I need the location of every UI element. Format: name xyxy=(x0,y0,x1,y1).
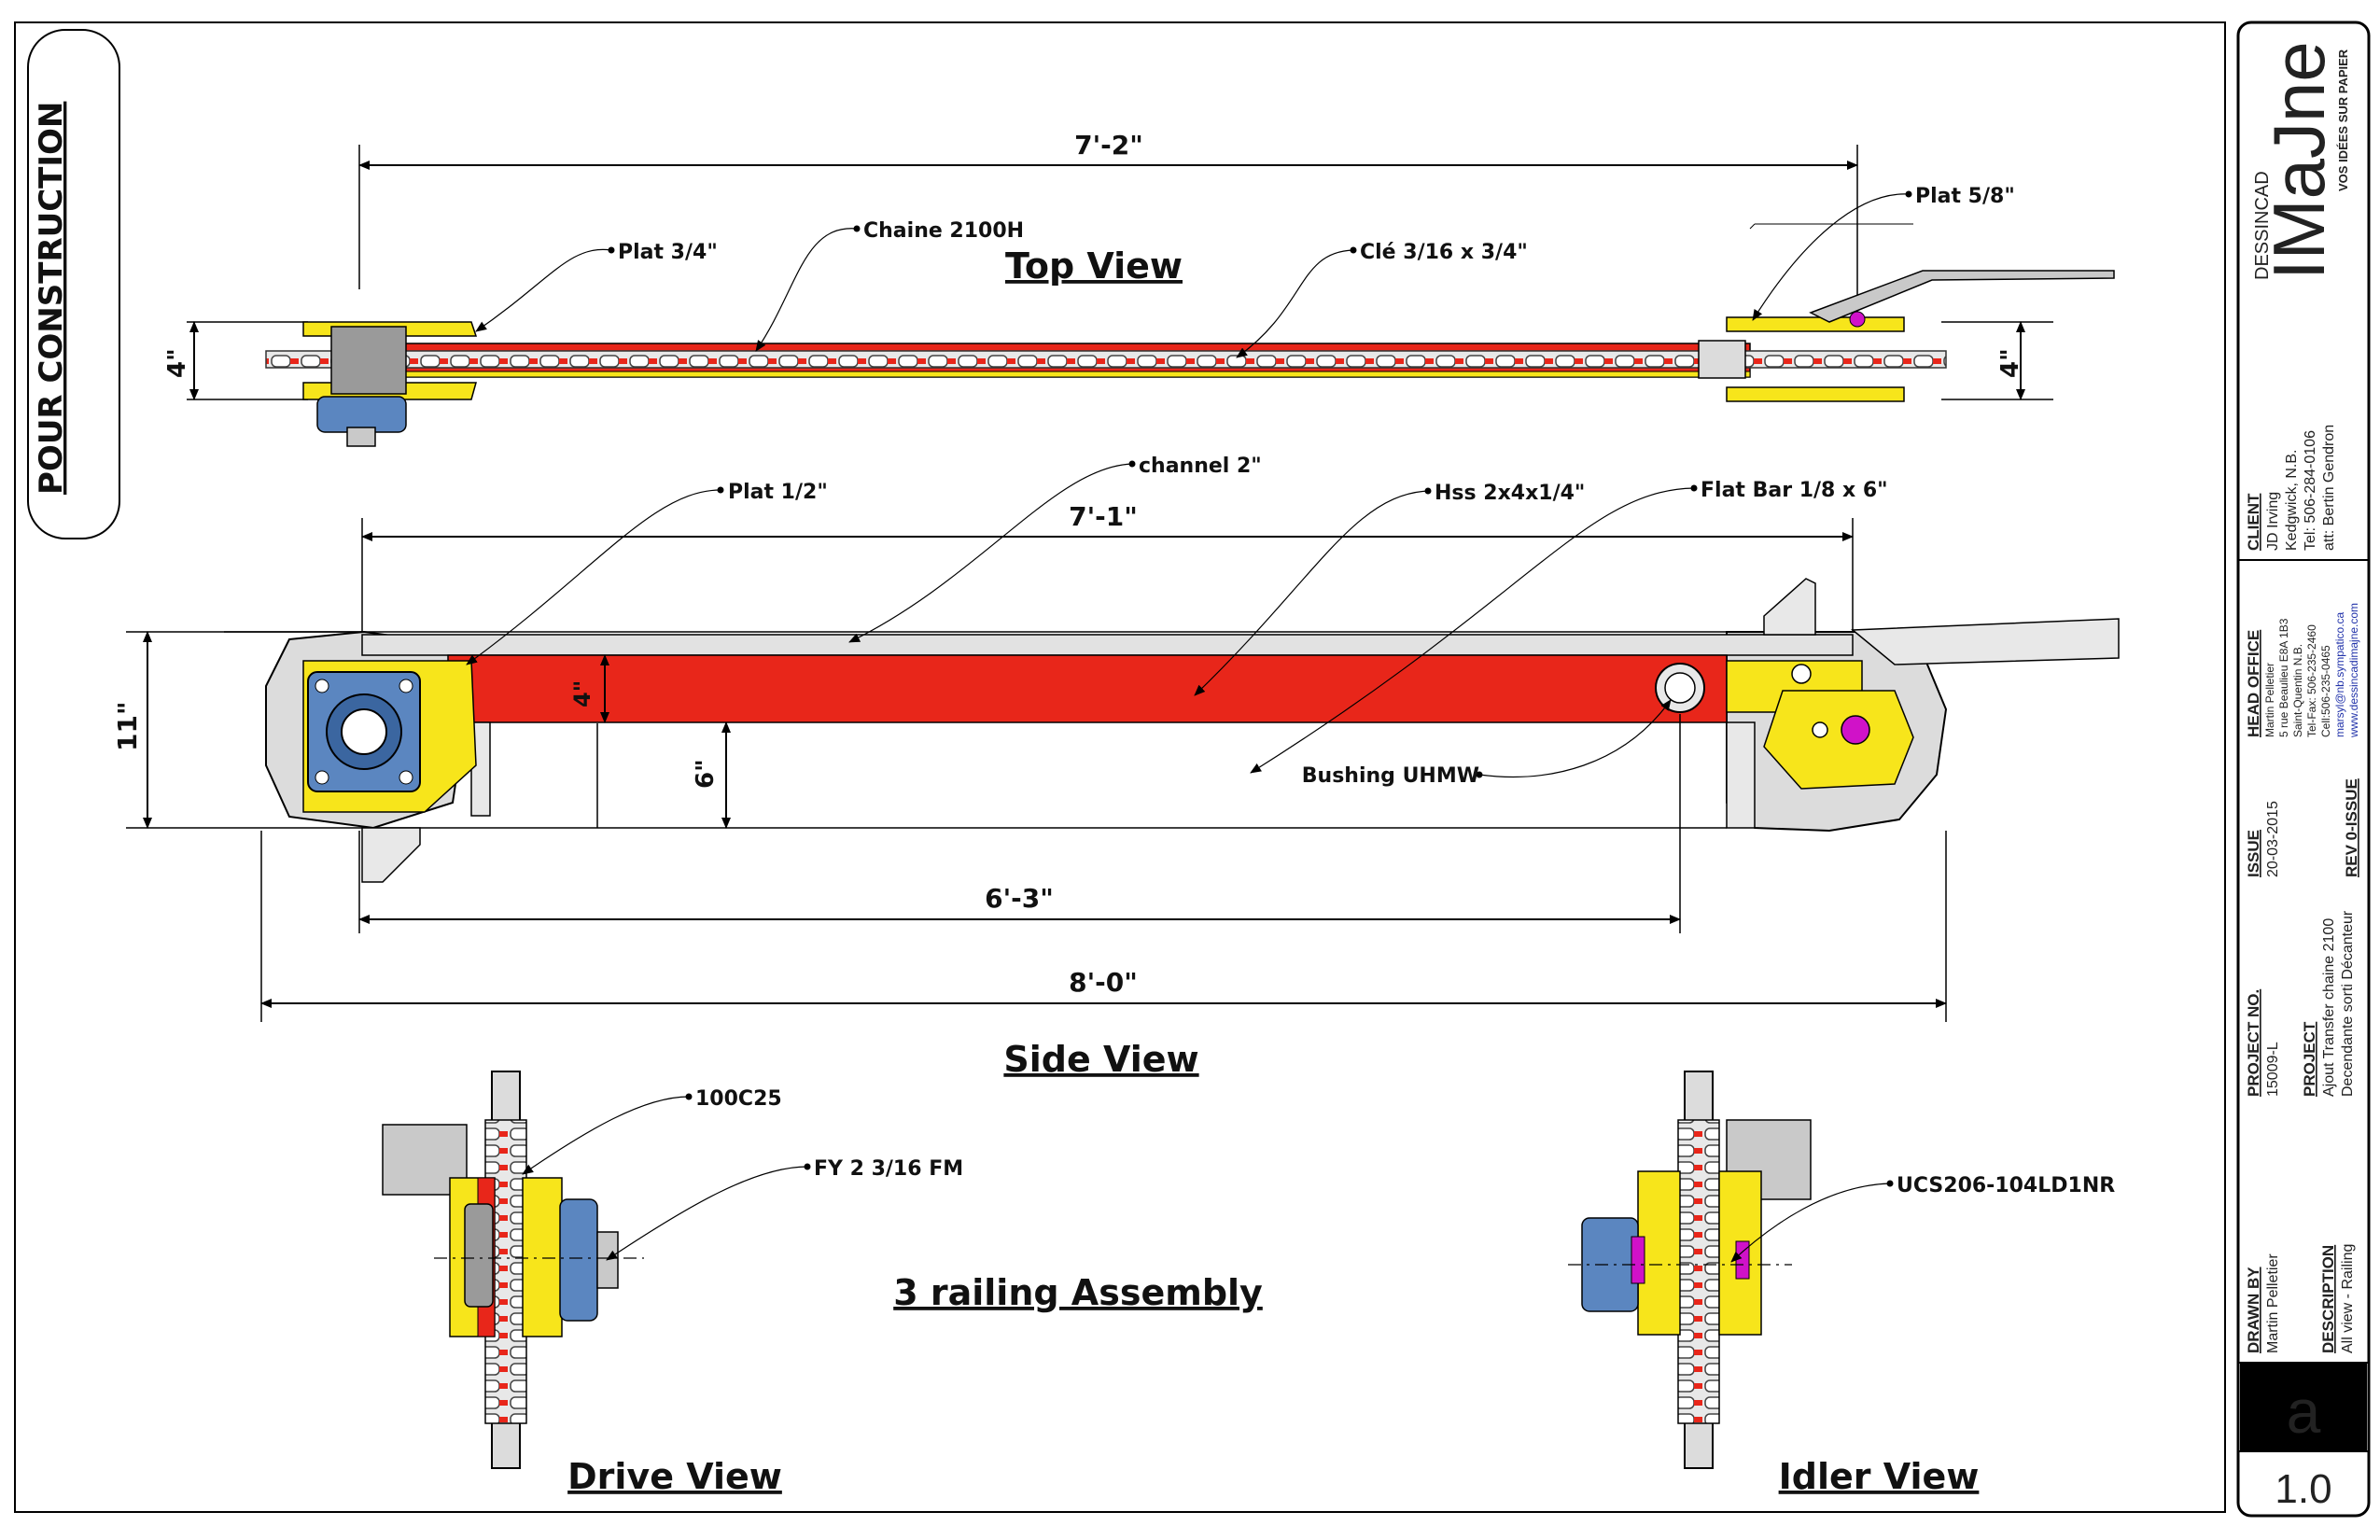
side-channel-text: 4" xyxy=(569,680,595,707)
sheet-letter-box xyxy=(2240,1363,2367,1451)
title-block-frame xyxy=(2236,21,2371,1518)
title-block: DESSINCAD IMaJne VOS IDÉES SUR PAPIER CL… xyxy=(2238,41,2369,1512)
side-view: Side View 7'-1" 11" xyxy=(112,501,2120,1080)
head-office-line-2: 5 rue Beaulieu E8A 1B3 xyxy=(2277,618,2290,737)
client-line-4: att: Bertin Gendron xyxy=(2321,425,2337,551)
assembly-title: 3 railing Assembly xyxy=(893,1272,1263,1313)
head-office-web[interactable]: www.dessincadimajne.com xyxy=(2347,603,2360,738)
drawn-by-label: DRAWN BY xyxy=(2245,1267,2262,1353)
drive-hub xyxy=(464,1203,494,1308)
project-line-2: Decendante sorti Décanteur xyxy=(2340,910,2356,1097)
rev-label: REV 0-ISSUE xyxy=(2343,778,2360,877)
project-no-value: 15009-L xyxy=(2265,1042,2281,1097)
head-office-line-4: Tel-Fax: 506-235-2460 xyxy=(2305,624,2318,737)
top-idler-pin xyxy=(1849,311,1866,328)
head-office-label: HEAD OFFICE xyxy=(2245,630,2262,737)
head-office-line-3: Saint-Quentin N.B. xyxy=(2291,644,2304,737)
sheet-number: 1.0 xyxy=(2275,1466,2331,1512)
client-label: CLIENT xyxy=(2245,493,2262,551)
callout-cle: Clé 3/16 x 3/4" xyxy=(1360,241,1528,264)
company-logo: IMaJne xyxy=(2258,41,2340,280)
idler-shaft xyxy=(1841,715,1870,745)
top-drive-shaft xyxy=(346,427,376,447)
side-gap-text: 6" xyxy=(692,759,720,789)
stamp-text: POUR CONSTRUCTION xyxy=(33,102,70,495)
callout-hss: Hss 2x4x1/4" xyxy=(1435,482,1585,505)
top-width-right-text: 4" xyxy=(1996,348,2024,378)
callout-flat-bar: Flat Bar 1/8 x 6" xyxy=(1701,479,1888,502)
idler-view-title: Idler View xyxy=(1779,1456,1980,1497)
side-length-upper-text: 7'-1" xyxy=(1069,501,1138,532)
end-callouts: 100C25 FY 2 3/16 FM UCS206-104LD1NR xyxy=(522,1087,2115,1263)
drive-bearing-end xyxy=(559,1198,598,1322)
drive-bracket xyxy=(361,827,421,883)
head-office-line-1: Martin Pelletier xyxy=(2263,663,2276,737)
issue-value: 20-03-2015 xyxy=(2265,801,2281,877)
head-office-line-5: Cell:506-235-0465 xyxy=(2319,645,2332,737)
project-no-label: PROJECT NO. xyxy=(2245,989,2262,1097)
client-block: CLIENT JD Irving Kedgwick, N.B. Tel: 506… xyxy=(2245,425,2337,551)
sheet-border xyxy=(14,21,2226,1513)
description-label: DESCRIPTION xyxy=(2319,1245,2337,1353)
callout-plat-58: Plat 5/8" xyxy=(1915,185,2015,208)
idler-guard-tab xyxy=(1763,578,1816,636)
client-line-1: JD Irving xyxy=(2265,492,2281,551)
callout-plat-34: Plat 3/4" xyxy=(618,241,718,264)
top-drive-hub xyxy=(330,326,407,395)
top-view-title: Top View xyxy=(1005,245,1183,287)
side-callouts: Plat 1/2" channel 2" Hss 2x4x1/4" Flat B… xyxy=(466,455,1888,788)
description-value: All view - Railing xyxy=(2340,1244,2356,1353)
head-office-email[interactable]: marsyl@nb.sympatico.ca xyxy=(2333,611,2346,737)
callout-fy: FY 2 3/16 FM xyxy=(814,1157,963,1181)
company-small: DESSINCAD xyxy=(2252,171,2273,280)
idler-view xyxy=(1568,1071,1812,1469)
drawn-block: DRAWN BY Martin Pelletier DESCRIPTION Al… xyxy=(2245,1244,2356,1353)
top-view: Top View 7'-2" 4" 4" xyxy=(163,130,2115,447)
top-callouts: Plat 3/4" Chaine 2100H Clé 3/16 x 3/4" P… xyxy=(475,185,2015,358)
client-line-3: Tel: 506-284-0106 xyxy=(2303,430,2318,551)
top-width-left-text: 4" xyxy=(163,348,191,378)
side-length-lower-text: 6'-3" xyxy=(985,883,1054,914)
client-line-2: Kedgwick, N.B. xyxy=(2284,450,2300,551)
top-idler-plate-bottom xyxy=(1726,386,1905,402)
drive-view xyxy=(382,1071,644,1469)
idler-tension-arm xyxy=(1851,618,2120,665)
project-block: PROJECT NO. 15009-L PROJECT Ajout Transf… xyxy=(2245,910,2356,1097)
project-label: PROJECT xyxy=(2301,1021,2318,1097)
overall-length-text: 8'-0" xyxy=(1069,967,1138,998)
sheet-letter: a xyxy=(2287,1377,2321,1446)
side-view-title: Side View xyxy=(1003,1039,1198,1080)
top-length-text: 7'-2" xyxy=(1074,130,1143,161)
construction-stamp: POUR CONSTRUCTION xyxy=(27,29,120,539)
callout-channel: channel 2" xyxy=(1139,455,1262,478)
callout-bushing: Bushing UHMW xyxy=(1302,764,1479,788)
company-tagline: VOS IDÉES SUR PAPIER xyxy=(2336,49,2350,191)
project-line-1: Ajout Transfer chaine 2100 xyxy=(2321,918,2337,1097)
callout-chaine: Chaine 2100H xyxy=(863,219,1024,243)
callout-sprocket: 100C25 xyxy=(695,1087,782,1111)
callout-plat-12: Plat 1/2" xyxy=(728,481,828,504)
top-chain xyxy=(265,350,1947,369)
drive-view-title: Drive View xyxy=(567,1456,782,1497)
side-channel-top xyxy=(361,634,1854,656)
drawn-by-value: Martin Pelletier xyxy=(2265,1253,2281,1353)
side-hss-frame xyxy=(447,654,1728,723)
callout-ucs: UCS206-104LD1NR xyxy=(1897,1174,2115,1197)
idler-take-up-plate xyxy=(1763,690,1914,790)
side-height-text: 11" xyxy=(112,701,143,751)
issue-block: ISSUE 20-03-2015 REV 0-ISSUE xyxy=(2245,778,2360,877)
issue-label: ISSUE xyxy=(2245,830,2262,877)
head-office-block: HEAD OFFICE Martin Pelletier 5 rue Beaul… xyxy=(2245,603,2360,738)
